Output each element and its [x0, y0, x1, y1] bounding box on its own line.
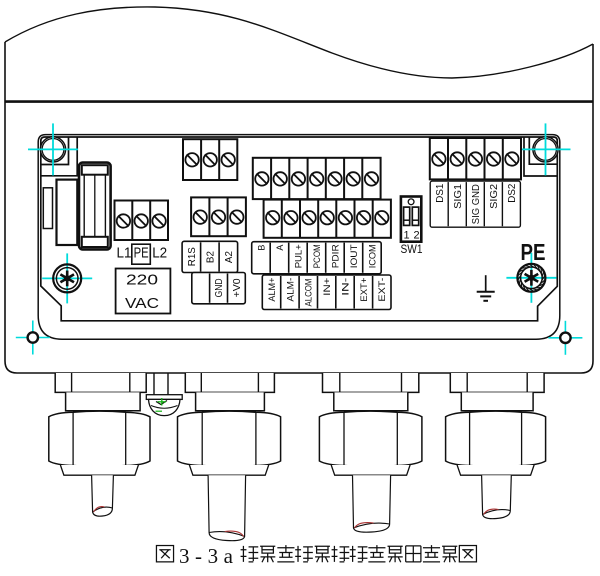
svg-text:IN+: IN+: [322, 277, 333, 296]
svg-text:ALM+: ALM+: [267, 277, 278, 301]
svg-text:IOUT: IOUT: [349, 244, 360, 268]
svg-text:DS1: DS1: [435, 183, 446, 202]
svg-text:SW1: SW1: [401, 244, 423, 256]
svg-text:A: A: [275, 244, 286, 251]
svg-text:PCOM: PCOM: [312, 244, 323, 268]
svg-text:220: 220: [126, 272, 158, 289]
svg-text:1: 1: [404, 230, 410, 242]
svg-text:R1S: R1S: [187, 247, 198, 266]
svg-text:ALM-: ALM-: [285, 278, 296, 302]
svg-text:PUL+: PUL+: [293, 244, 304, 268]
svg-text:DS2: DS2: [507, 183, 518, 202]
svg-text:B2: B2: [205, 251, 216, 263]
svg-text:EXT+: EXT+: [359, 277, 370, 301]
svg-text:SIG GND: SIG GND: [471, 184, 482, 224]
svg-text:PDIR: PDIR: [330, 244, 341, 268]
svg-text:EXT-: EXT-: [377, 278, 388, 302]
svg-text:PE: PE: [521, 239, 546, 265]
svg-text:+V0: +V0: [232, 278, 243, 297]
svg-text:VAC: VAC: [125, 295, 159, 312]
svg-text:PE: PE: [134, 246, 149, 262]
svg-text:ICOM: ICOM: [367, 244, 378, 268]
svg-text:SIG1: SIG1: [453, 183, 464, 208]
svg-text:GND: GND: [214, 278, 225, 297]
svg-text:SIG2: SIG2: [489, 183, 500, 208]
svg-text:ALCOM: ALCOM: [304, 278, 315, 306]
svg-text:L1: L1: [117, 246, 132, 262]
svg-text:L2: L2: [152, 246, 167, 262]
svg-text:A2: A2: [224, 251, 235, 263]
svg-text:2: 2: [414, 230, 420, 242]
svg-text:B: B: [256, 245, 267, 251]
svg-text:IN-: IN-: [341, 278, 352, 296]
